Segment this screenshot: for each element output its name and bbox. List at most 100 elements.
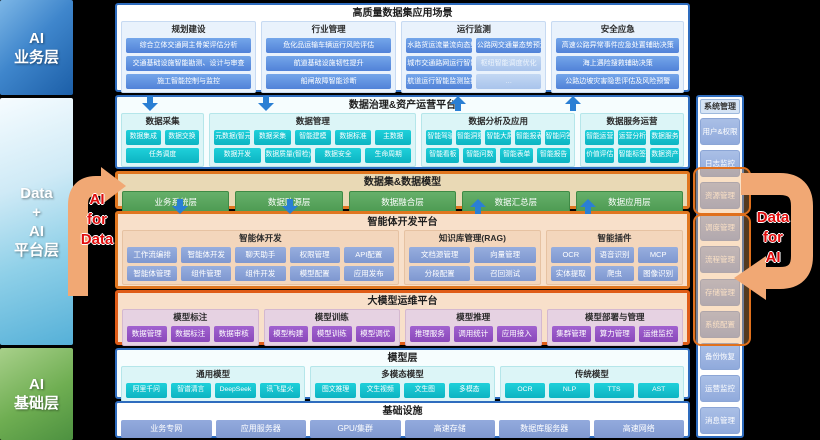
chip: 水路货运流量流向态势预测 (406, 38, 472, 53)
system-management-item: 存储管理 (700, 278, 740, 306)
group-panel: 模型推理推理服务调用统计应用接入 (405, 309, 542, 346)
chip: 智能报表 (515, 130, 541, 145)
chip-row: 城市交通路网运行智能监测枢纽智能调度优化 (406, 56, 542, 71)
system-management-item: 资源管理 (700, 182, 740, 210)
system-management-items: 用户&权限日志监控资源管理调度管理流程管理存储管理系统配置备份恢复运营监控消息管… (700, 118, 740, 434)
chip: 权限管理 (289, 247, 340, 263)
annotation-line: AI (765, 249, 781, 266)
group-panel: 行业管理危化品运输车辆运行风险评估航道基础设施韧性提升船闸故障智能诊断 (261, 21, 397, 93)
flow-arrow-down-icon (258, 96, 274, 111)
chip: 海上遇险搜救辅助决策 (556, 56, 680, 71)
system-management-panel: 系统管理 用户&权限日志监控资源管理调度管理流程管理存储管理系统配置备份恢复运营… (696, 95, 744, 438)
chip: 模型构建 (268, 326, 308, 342)
chip-row: 智能看板智能问数智能表单智能报告 (426, 147, 571, 163)
chip: 业务专网 (121, 420, 212, 438)
chip: 价值评估 (585, 147, 614, 163)
chip: 数据审核 (214, 326, 254, 342)
chip-row: 智能运营运营分析数据服务 (585, 130, 680, 145)
chip: TTS (593, 383, 635, 398)
chip: 高速存储 (404, 420, 495, 438)
system-management-item: 用户&权限 (700, 118, 740, 145)
chip: 智能体管理 (127, 265, 178, 281)
flow-arrow-down-icon (282, 199, 298, 214)
group-row: 规划建设综合立体交通网主骨架评估分析交通基础设施智能勘测、设计与审查施工智能控制… (121, 21, 685, 93)
chip: 交通基础设施智能勘测、设计与审查 (126, 56, 252, 71)
group-panel: 多模态模型图文推理文生视频文生图多模态 (310, 366, 495, 402)
chip-row: 数据管理数据标注数据审核 (127, 326, 254, 342)
chip: 推理服务 (410, 326, 450, 342)
flow-arrow-up-icon (580, 199, 596, 214)
system-management-item: 流程管理 (700, 246, 740, 274)
chip-row: 施工智能控制与监控 (126, 74, 252, 89)
group-title: 数据服务运营 (606, 116, 658, 126)
section-title: 基础设施 (382, 406, 423, 417)
chip: NLP (549, 383, 590, 398)
chip: 召回测试 (474, 265, 536, 281)
section-title: 高质量数据集应用场景 (352, 8, 453, 19)
chip-row: 元数据(智元)数据采集智能建模数据标准主数据 (214, 130, 412, 145)
chip: 应用接入 (497, 326, 537, 342)
chip: 组件管理 (181, 265, 232, 281)
chip: 爬虫 (594, 265, 635, 281)
chip: 智能大屏 (485, 130, 512, 145)
system-management-item: 运营监控 (700, 374, 740, 402)
chip: 分段配置 (408, 265, 471, 281)
section-dataset-models: 数据集&数据模型业务系统层数据贴源层数据融合层数据汇总层数据应用层 (115, 171, 690, 213)
chip: 公路网交通量态势预测 (475, 38, 542, 53)
chip: 应用服务器 (215, 420, 306, 438)
layer-label-line: 平台层 (13, 241, 59, 259)
chip: 模型调优 (355, 326, 395, 342)
chip: API配置 (343, 247, 394, 263)
group-panel: 安全应急高速公路异常事件应急处置辅助决策海上遇险搜救辅助决策公路边坡灾害隐患评估… (551, 21, 685, 93)
flow-arrow-up-icon (565, 96, 581, 111)
system-management-item: 备份恢复 (700, 342, 740, 370)
chip-row: 智能驾驶舱智能洞察智能大屏智能报表智能问答 (426, 130, 571, 145)
group-title: 传统模型 (574, 369, 609, 379)
group-title: 模型部署与管理 (584, 312, 645, 322)
layer-label-line: Data (20, 184, 53, 202)
chip: AST (638, 383, 679, 398)
group-panel: 数据服务运营智能运营运营分析数据服务价值评估智能标签数据资产 (580, 113, 684, 167)
chip: 智能驾驶舱 (426, 130, 452, 145)
chip-row: 水路货运流量流向态势预测公路网交通量态势预测 (406, 38, 542, 53)
chip: 生命周期 (365, 147, 412, 163)
chip: 智能看板 (426, 147, 460, 163)
group-row: 模型标注数据管理数据标注数据审核模型训练模型构建模型训练模型调优模型推理推理服务… (122, 309, 683, 346)
chip: 模型训练 (312, 326, 352, 342)
chip: 船闸故障智能诊断 (266, 74, 392, 89)
chip: 危化品运输车辆运行风险评估 (266, 38, 392, 53)
chip-row: 图文推理文生视频文生图多模态 (315, 383, 490, 398)
section-title: 智能体开发平台 (367, 217, 438, 228)
chip: 运维监控 (638, 326, 678, 342)
section-title: 数据治理&资产运营平台 (348, 100, 457, 111)
group-panel: 知识库管理(RAG)文档源管理向量管理分段配置召回测试 (403, 230, 541, 285)
group-panel: 数据分析及应用智能驾驶舱智能洞察智能大屏智能报表智能问答智能看板智能问数智能表单… (421, 113, 576, 167)
chip: 智能洞察 (455, 130, 482, 145)
chip: 语音识别 (594, 247, 635, 263)
group-panel: 模型部署与管理集群管理算力管理运维监控 (546, 309, 683, 346)
chip: 智能标签 (617, 147, 647, 163)
chip: 组件开发 (235, 265, 286, 281)
section-title: 数据集&数据模型 (363, 177, 442, 188)
chip: 智能报告 (537, 147, 571, 163)
group-title: 运行监测 (456, 24, 491, 34)
chip: 智能运营 (585, 130, 614, 145)
group-row: 数据采集数据集成数据交换任务调度数据管理元数据(智元)数据采集智能建模数据标准主… (121, 113, 684, 167)
flow-arrow-up-icon (470, 199, 486, 214)
chip-row: 集群管理算力管理运维监控 (551, 326, 678, 342)
layer-label-line: AI (29, 376, 44, 393)
group-panel: 模型训练模型构建模型训练模型调优 (263, 309, 400, 346)
chip: 数据集成 (126, 130, 161, 145)
chip: 聊天助手 (235, 247, 286, 263)
